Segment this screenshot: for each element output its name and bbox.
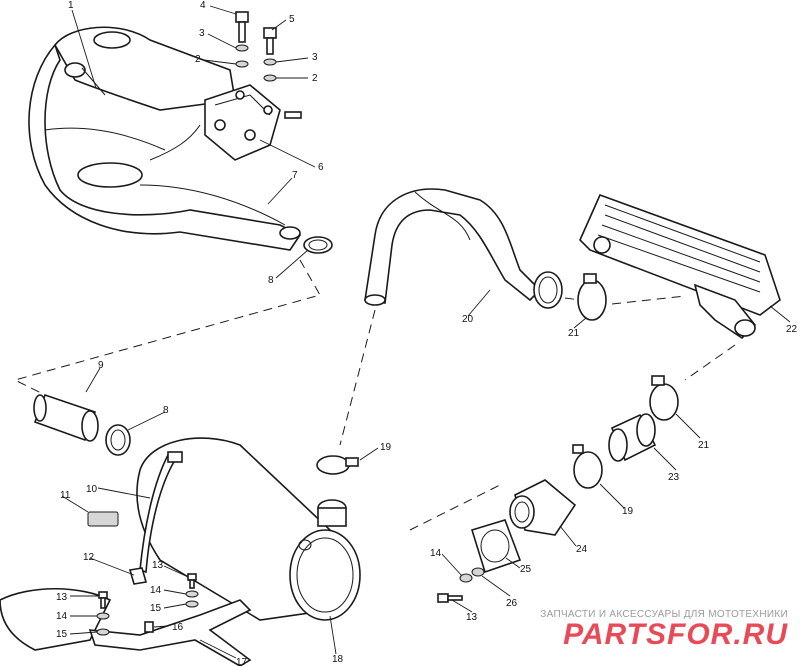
washer-14-left bbox=[96, 612, 110, 620]
callout-3-left: 3 bbox=[199, 28, 205, 39]
muffler-18 bbox=[136, 437, 361, 621]
gasket-25 bbox=[470, 519, 522, 574]
callout-17: 17 bbox=[236, 657, 248, 666]
bolt-13-right bbox=[437, 593, 463, 603]
callout-14-right: 14 bbox=[430, 548, 442, 559]
bolt-13-center bbox=[187, 573, 197, 589]
clamp-19-upper bbox=[316, 455, 359, 475]
nut-16 bbox=[144, 621, 154, 633]
washer-2-left bbox=[235, 60, 249, 68]
washer-2-right bbox=[263, 74, 277, 82]
callout-14-center: 14 bbox=[150, 585, 162, 596]
callout-2-left: 2 bbox=[195, 54, 201, 65]
exhaust-pipe bbox=[28, 26, 302, 251]
clamp-8-upper bbox=[303, 236, 333, 254]
callout-26: 26 bbox=[506, 598, 518, 609]
callout-15-center: 15 bbox=[150, 603, 162, 614]
flex-pipe-9 bbox=[33, 393, 99, 442]
callout-11: 11 bbox=[60, 490, 71, 501]
washer-15-left bbox=[96, 628, 110, 636]
grommet-11 bbox=[87, 511, 119, 527]
washer-3-left bbox=[235, 44, 249, 52]
clamp-19-lower bbox=[572, 444, 603, 489]
callout-6: 6 bbox=[318, 162, 324, 173]
callout-13-right: 13 bbox=[466, 612, 478, 623]
heat-exchanger-22 bbox=[579, 193, 781, 340]
strap-10 bbox=[139, 451, 183, 574]
callout-3-right: 3 bbox=[312, 52, 318, 63]
washer-26 bbox=[471, 567, 485, 577]
callout-8-lower: 8 bbox=[163, 405, 169, 416]
washer-15-center bbox=[185, 600, 199, 608]
watermark-tagline: ЗАПЧАСТИ И АКСЕССУАРЫ ДЛЯ МОТОТЕХНИКИ bbox=[540, 609, 788, 620]
washer-3-right bbox=[263, 58, 277, 66]
callout-15-left: 15 bbox=[56, 629, 68, 640]
callout-4: 4 bbox=[200, 0, 206, 11]
coupler-hose-20 bbox=[364, 188, 563, 309]
callout-13-center: 13 bbox=[152, 560, 164, 571]
callout-14-left: 14 bbox=[56, 611, 68, 622]
callout-24: 24 bbox=[576, 544, 588, 555]
callout-18: 18 bbox=[332, 654, 344, 665]
callout-19-upper: 19 bbox=[380, 442, 392, 453]
washer-14-right bbox=[459, 573, 473, 583]
callout-9: 9 bbox=[98, 360, 104, 371]
bolt-5 bbox=[263, 27, 277, 55]
callout-10: 10 bbox=[86, 484, 98, 495]
callout-5: 5 bbox=[289, 14, 295, 25]
watermark: ЗАПЧАСТИ И АКСЕССУАРЫ ДЛЯ МОТОТЕХНИКИ PA… bbox=[540, 609, 788, 652]
manifold-block bbox=[204, 84, 302, 161]
callout-22: 22 bbox=[786, 324, 798, 335]
outlet-24 bbox=[509, 479, 577, 536]
bolt-4 bbox=[235, 11, 249, 43]
hook-12 bbox=[128, 567, 148, 585]
callout-8-upper: 8 bbox=[268, 275, 274, 286]
washer-14-center bbox=[185, 590, 199, 598]
bracket-17 bbox=[0, 588, 252, 666]
callout-12: 12 bbox=[83, 552, 95, 563]
clamp-21-upper bbox=[577, 273, 607, 321]
callout-21-lower: 21 bbox=[698, 440, 710, 451]
watermark-logo: PARTSFOR.RU bbox=[563, 618, 788, 651]
bolt-13-left bbox=[98, 591, 108, 609]
callout-7: 7 bbox=[292, 170, 298, 181]
callout-labels: 1 4 5 3 2 3 2 6 7 8 9 8 10 11 12 13 14 1… bbox=[56, 0, 798, 666]
callout-23: 23 bbox=[668, 472, 680, 483]
sleeve-23 bbox=[608, 413, 657, 462]
leader-lines bbox=[61, 5, 791, 659]
assembly-lines bbox=[13, 259, 736, 531]
callout-21-upper: 21 bbox=[568, 328, 580, 339]
clamp-21-lower bbox=[649, 375, 679, 421]
callout-1: 1 bbox=[68, 0, 74, 11]
callout-16: 16 bbox=[172, 622, 184, 633]
clamp-8-lower bbox=[105, 424, 131, 456]
callout-19-lower: 19 bbox=[622, 506, 634, 517]
callout-13-left: 13 bbox=[56, 592, 68, 603]
callout-25: 25 bbox=[520, 564, 532, 575]
callout-2-right: 2 bbox=[312, 73, 318, 84]
callout-20: 20 bbox=[462, 314, 474, 325]
